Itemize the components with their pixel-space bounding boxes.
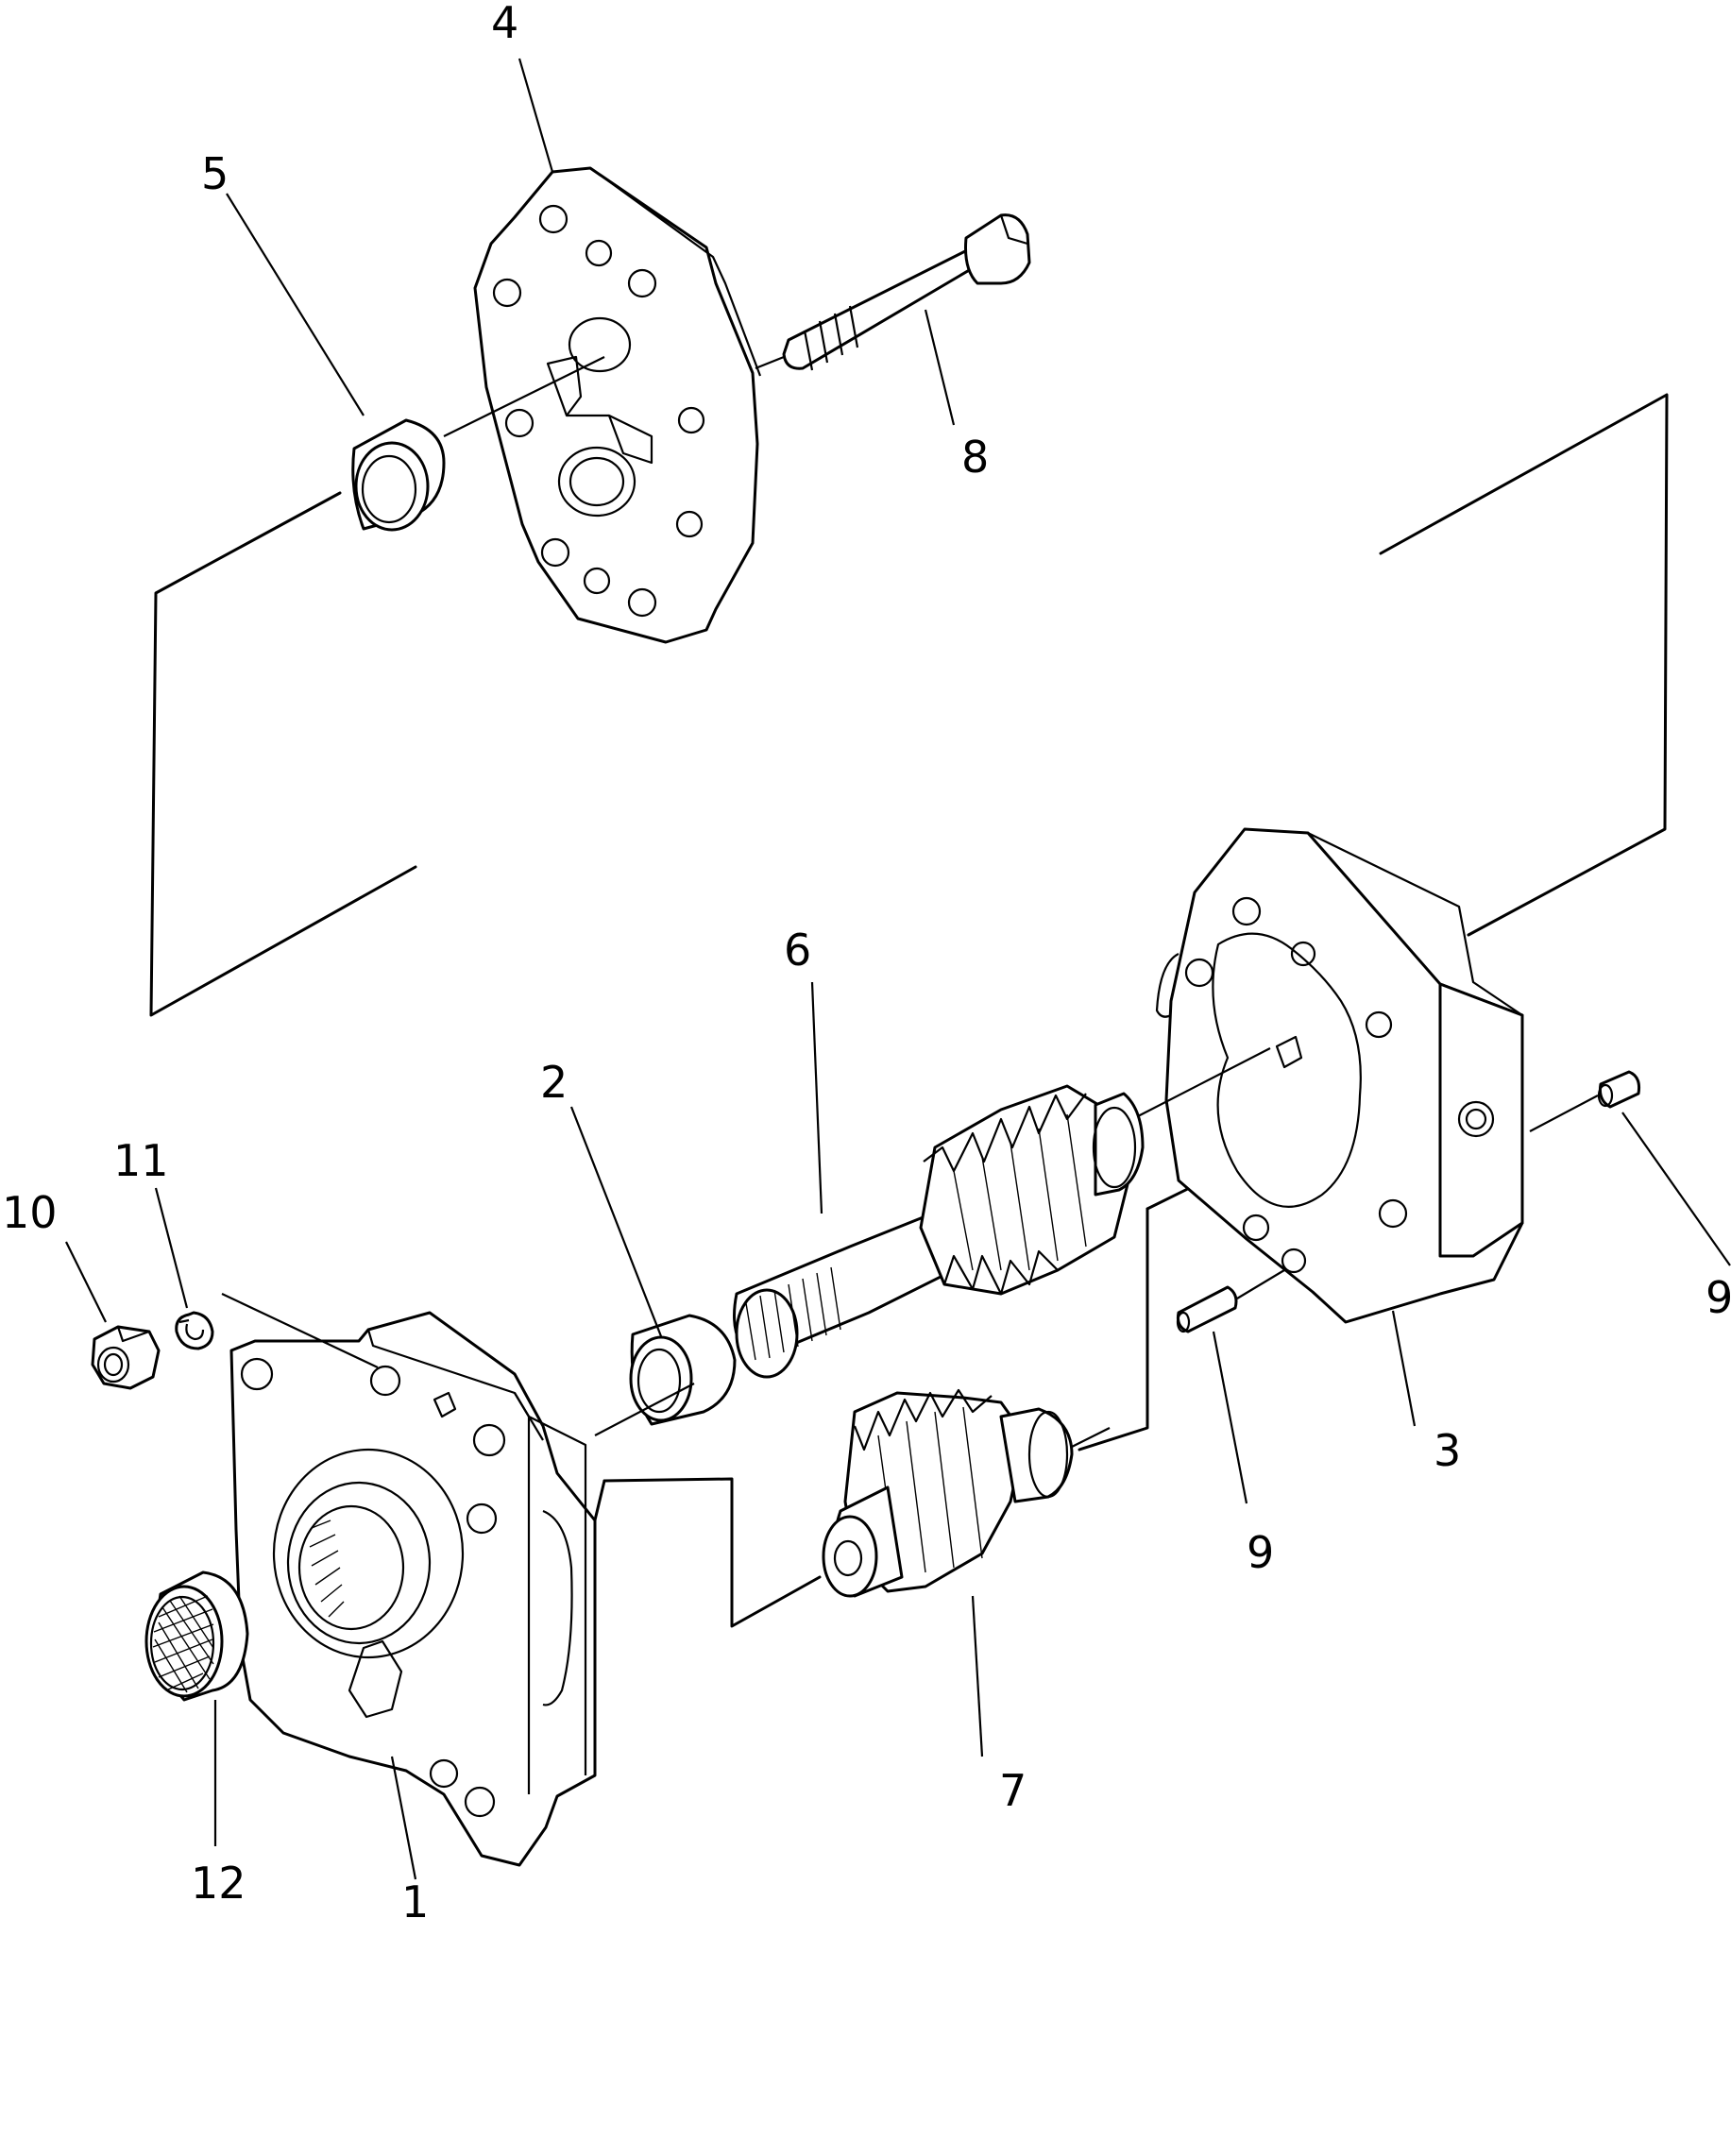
label-part-8: 8 bbox=[961, 432, 989, 483]
part-6-drive-gear-shaft bbox=[733, 1084, 1145, 1379]
part-2-bushing bbox=[629, 1314, 737, 1426]
label-part-1: 1 bbox=[401, 1876, 429, 1927]
label-part-5: 5 bbox=[201, 148, 229, 199]
part-9-dowel-pins bbox=[1176, 1070, 1640, 1333]
label-part-12: 12 bbox=[191, 1858, 246, 1909]
part-4-end-plate bbox=[473, 166, 762, 644]
part-number-labels: 4 5 8 6 2 11 10 9 3 9 7 12 1 bbox=[2, 0, 1731, 1927]
part-10-nut bbox=[91, 1325, 161, 1390]
label-part-9-lower: 9 bbox=[1247, 1527, 1274, 1578]
leader-lines bbox=[65, 58, 1731, 1880]
label-part-2: 2 bbox=[540, 1057, 568, 1108]
part-12-strainer bbox=[144, 1570, 249, 1702]
part-3-gear-housing bbox=[1137, 827, 1524, 1324]
label-part-7: 7 bbox=[999, 1765, 1027, 1816]
part-8-bolt bbox=[755, 213, 1031, 371]
label-part-9-right: 9 bbox=[1706, 1272, 1731, 1323]
label-part-11: 11 bbox=[113, 1135, 169, 1186]
part-7-driven-gear bbox=[822, 1388, 1111, 1598]
part-11-snap-ring bbox=[175, 1311, 214, 1350]
part-1-front-cover bbox=[221, 1293, 695, 1867]
label-part-10: 10 bbox=[2, 1187, 58, 1238]
label-part-6: 6 bbox=[784, 925, 811, 976]
strainer-mesh bbox=[152, 1595, 214, 1693]
label-part-4: 4 bbox=[491, 0, 518, 48]
label-part-3: 3 bbox=[1434, 1425, 1461, 1476]
part-5-bushing bbox=[351, 356, 605, 532]
